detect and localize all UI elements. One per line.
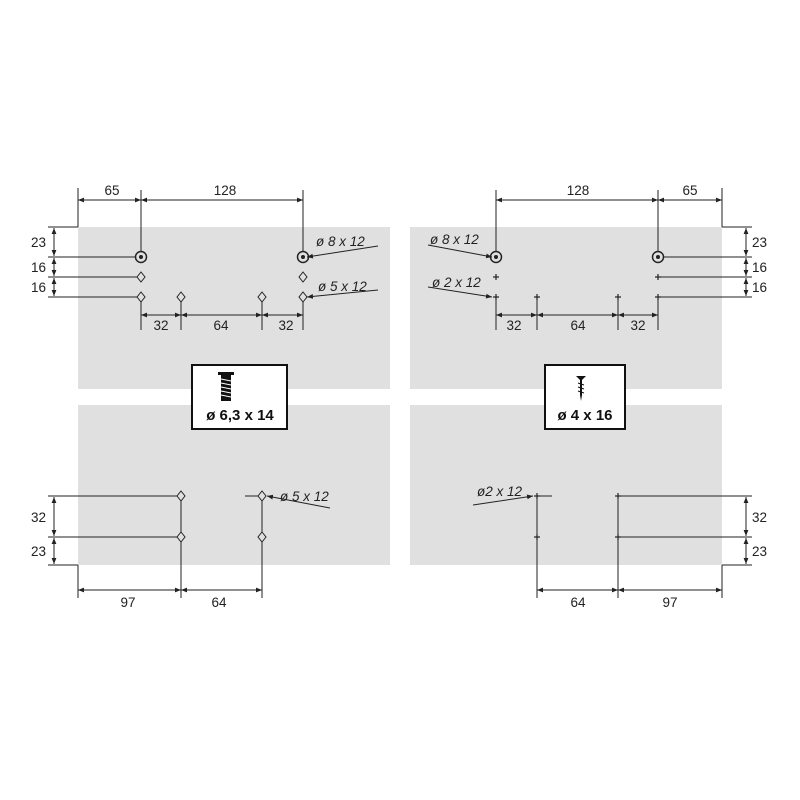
- top-left-dimensions: 65 128 23 16 16 32 64 32: [31, 183, 379, 333]
- dim-128: 128: [214, 183, 237, 198]
- bottom-right-dimensions: 32 23 64 97 ø2 x 12: [472, 484, 767, 610]
- callout-hole-8x12: ø 8 x 12: [430, 232, 479, 247]
- top-right-dimensions: 128 65 23 16 16 32 64 32: [427, 183, 767, 333]
- hole-small: [176, 531, 186, 543]
- callout-hole-2x12: ø 2 x 12: [432, 275, 481, 290]
- callout-hole-2x12: ø2 x 12: [477, 484, 523, 499]
- hole-small: [176, 291, 186, 303]
- dim-64: 64: [213, 318, 229, 333]
- dim-32: 32: [278, 318, 293, 333]
- dim-64: 64: [570, 318, 586, 333]
- pilot-holes: [534, 493, 621, 540]
- panel-top-left: [78, 227, 390, 389]
- screw-box-chipboard: ø 4 x 16: [544, 364, 626, 430]
- callout-hole-8x12: ø 8 x 12: [316, 234, 365, 249]
- dim-32: 32: [752, 510, 767, 525]
- hole-small: [257, 291, 267, 303]
- dim-97: 97: [120, 595, 135, 610]
- dim-23: 23: [752, 235, 767, 250]
- dim-32: 32: [31, 510, 46, 525]
- hole-small: [176, 490, 186, 502]
- screw-label: ø 6,3 x 14: [206, 407, 274, 424]
- dim-97: 97: [662, 595, 677, 610]
- hole-inner: [656, 255, 660, 259]
- euro-screw-icon: [218, 372, 234, 401]
- hole-inner: [494, 255, 498, 259]
- dim-23: 23: [752, 544, 767, 559]
- panel-bottom-left: [78, 405, 390, 565]
- dim-32: 32: [506, 318, 521, 333]
- dim-16: 16: [31, 260, 46, 275]
- bottom-left-dimensions: 32 23 97 64 ø 5 x 12: [31, 489, 331, 610]
- dim-23: 23: [31, 544, 46, 559]
- dim-16: 16: [752, 280, 767, 295]
- screw-label: ø 4 x 16: [557, 407, 612, 424]
- hole-small: [298, 271, 308, 283]
- dim-32: 32: [153, 318, 168, 333]
- dim-64: 64: [211, 595, 227, 610]
- callout-hole-5x12: ø 5 x 12: [318, 279, 367, 294]
- hole-small: [136, 291, 146, 303]
- dim-65: 65: [104, 183, 119, 198]
- hole-small: [257, 531, 267, 543]
- hole-inner: [139, 255, 143, 259]
- screw-box-euro: ø 6,3 x 14: [191, 364, 288, 430]
- dim-64: 64: [570, 595, 586, 610]
- chipboard-screw-icon: [576, 376, 586, 401]
- dim-32: 32: [630, 318, 645, 333]
- hole-small: [136, 271, 146, 283]
- panel-bottom-right: [410, 405, 722, 565]
- callout-hole-5x12: ø 5 x 12: [280, 489, 329, 504]
- dim-16: 16: [752, 260, 767, 275]
- hole-inner: [301, 255, 305, 259]
- dim-23: 23: [31, 235, 46, 250]
- pilot-holes: [493, 274, 661, 300]
- hole-small: [298, 291, 308, 303]
- hole-small: [257, 490, 267, 502]
- panel-top-right: [410, 227, 722, 389]
- dim-128: 128: [567, 183, 590, 198]
- dim-16: 16: [31, 280, 46, 295]
- dim-65: 65: [682, 183, 697, 198]
